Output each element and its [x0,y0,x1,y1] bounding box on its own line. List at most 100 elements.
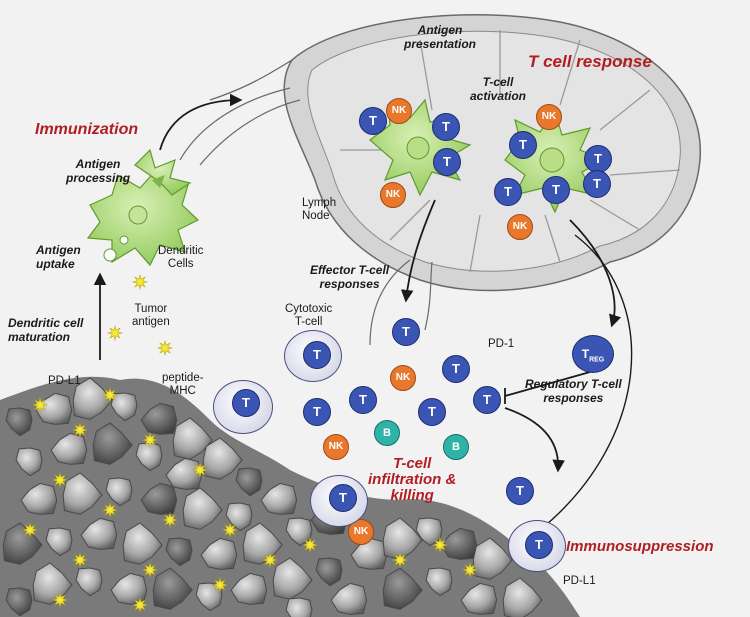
tumor-cell [75,567,103,597]
tumor-cell [460,582,498,615]
nk-cell: NK [390,365,416,391]
antigen-star-icon [221,521,239,539]
t-cell: T [473,386,501,414]
tumor-antigens [21,273,479,614]
t-cell-nucleus: T [303,341,331,369]
tumor-cell [35,392,73,425]
tumor-cell [225,502,253,532]
antigen-star-icon [161,511,179,529]
suppressed-t-cell: T [508,520,566,572]
tumor-cell [140,482,178,515]
t-cell: T [584,145,612,173]
infiltrating-t-cell: T [310,475,368,527]
b-cell: B [443,434,469,460]
pd-l1-bottom-label: PD-L1 [563,575,596,587]
flow-arrows [93,87,633,532]
dendritic-cells [86,148,200,267]
cytotoxic-t-cell: T [284,330,342,382]
t-cell: T [506,477,534,505]
tumor-cell [135,442,163,472]
t-cell: T [303,398,331,426]
antigen-star-icon [21,521,39,539]
antigen-star-icon [51,591,69,609]
t-cell: T [433,148,461,176]
tumor-cell [92,422,133,465]
tumor-cell [272,557,313,600]
tumor-cell [285,597,313,617]
immunization-title: Immunization [35,121,139,138]
immunosuppression-label: Immunosuppression [566,538,714,555]
t-cell-nucleus: T [329,484,357,512]
treg-cell: TREG [572,335,614,373]
treg-subscript: REG [589,356,605,364]
t-cell: T [583,170,611,198]
tumor-cell [62,472,103,515]
antigen-star-icon [461,561,479,579]
tumor-cell [50,432,88,465]
lymph-node [209,14,701,292]
tumor-cell [122,522,163,565]
tumor-cell [5,407,33,437]
antigen-star-icon [101,386,119,404]
nk-cell: NK [536,104,562,130]
t-cell: T [392,318,420,346]
tumor-cell [472,537,513,580]
antigen-star-icon [141,561,159,579]
antigen-star-icon [106,324,124,342]
treg-label: T [581,347,590,361]
tumor-cell [200,537,238,570]
t-cell: T [349,386,377,414]
tumor-cell [235,467,263,497]
antigen-star-icon [131,273,149,291]
t-cell: T [359,107,387,135]
pd1-label: PD-1 [488,338,515,350]
peptide-mhc-label: peptide-MHC [162,372,204,398]
tumor-cell [202,437,243,480]
t-cell-peptide-mhc: T [213,380,273,434]
tumor-cell [260,482,298,515]
t-cell: T [542,176,570,204]
t-cell: T [442,355,470,383]
tumor-cell [72,377,113,420]
tumor-cell [165,537,193,567]
pd-l1-top-label: PD-L1 [48,375,81,387]
nk-cell: NK [380,182,406,208]
tumor-cell [382,517,423,560]
tumor-cell [80,517,118,550]
tumor-cell [350,537,388,570]
tumor-cell [182,487,223,530]
antigen-star-icon [71,551,89,569]
t-cell-nucleus: T [525,531,553,559]
antigen-star-icon [156,339,174,357]
antigen-star-icon [261,551,279,569]
antigen-star-icon [31,396,49,414]
nk-cell: NK [323,434,349,460]
tumor-cell [15,447,43,477]
tumor-cell [502,577,543,617]
tumor-cell [172,417,213,460]
b-cell: B [374,420,400,446]
tumor-cell [330,582,368,615]
antigen-star-icon [101,501,119,519]
antigen-star-icon [391,551,409,569]
tumor-cell [20,482,58,515]
tumor-cell [230,572,268,605]
t-cell: T [494,178,522,206]
t-cell-nucleus: T [232,389,260,417]
antigen-star-icon [431,536,449,554]
antigen-star-icon [211,576,229,594]
t-cell: T [509,131,537,159]
tumor-cell [382,567,423,610]
